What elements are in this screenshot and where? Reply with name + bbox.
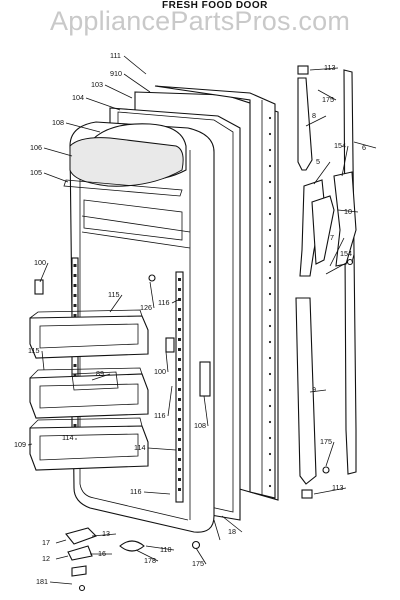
callout-leader [109,294,123,313]
dairy-compartment [63,123,187,241]
callout-label: 111 [110,51,121,60]
callout-leader [313,487,347,495]
callout-label: 109 [14,440,26,449]
callout-label: 17 [42,538,50,547]
callout-leader [221,515,243,533]
callout-leader [305,115,327,127]
callout-leader [165,351,169,373]
callout-label: 10 [344,207,352,216]
callout-leader [27,443,33,446]
callout-label: 910 [110,69,122,78]
callout-label: 12 [42,554,50,563]
callout-label: 175 [320,437,332,446]
callout-label: 181 [36,577,48,586]
callout-label: 113 [324,63,335,72]
callout-leader [39,262,49,283]
callout-label: 126 [140,303,152,312]
callout-leader [317,89,337,101]
callout-leader [325,441,335,467]
hinge-side-parts [295,65,357,499]
callout-label: 106 [30,143,42,152]
callout-label: 5 [316,157,320,166]
callout-leader [353,141,377,149]
watermark: AppliancePartsPros.com [49,6,351,36]
door-bin-3 [29,417,149,471]
callout-label: 9 [312,385,316,394]
callout-leader [167,385,173,417]
callout-leader [65,122,101,133]
callout-leader [55,555,69,560]
callout-label: 116 [158,298,169,307]
callout-leader [337,209,359,213]
callout-label: 13 [102,529,110,538]
callout-label: 100 [34,258,46,267]
callout-leader [135,549,159,562]
callout-leader [41,350,45,371]
callout-label: 104 [72,93,84,102]
callout-label: 110 [160,545,171,554]
callout-label: 175 [322,95,334,104]
callout-label: 115 [28,346,39,355]
callout-label: 108 [52,118,64,127]
callout-label: 100 [154,367,166,376]
callout-leader [309,67,339,71]
callout-label: 103 [91,80,103,89]
callout-leader [123,73,151,93]
callout-leader [147,447,177,451]
callout-label: 154 [340,249,352,258]
callout-label: 178 [144,556,156,565]
callout-leader [149,281,155,309]
callout-label: 114 [62,433,73,442]
callout-leader [341,145,349,177]
callout-leader [171,299,179,304]
door-bin-1 [29,309,149,359]
callout-leader [143,491,171,495]
callout-leader [351,253,355,263]
callout-leader [91,373,111,381]
door-bin-2 [29,367,149,419]
callout-leader [43,147,73,157]
callout-leader [85,97,121,111]
callout-label: 18 [228,527,236,536]
callout-label: 89 [96,369,104,378]
callout-leader [145,545,175,551]
callout-leader [123,55,147,75]
callout-label: 175 [192,559,204,568]
callout-leader [91,533,117,537]
callout-leader [309,389,327,393]
callout-label: 8 [312,111,316,120]
callout-label: 114 [134,443,145,452]
callout-label: 116 [130,487,141,496]
callout-label: 6 [362,143,366,152]
callout-label: 154 [334,141,346,150]
callout-label: 108 [194,421,206,430]
callout-leader [55,539,67,544]
callout-leader [313,161,331,185]
callout-label: 116 [154,411,165,420]
shelf-clips [34,274,211,397]
callout-label: 113 [332,483,343,492]
callout-label: 115 [108,290,119,299]
callout-leader [49,581,73,585]
callout-leader [195,547,207,565]
callout-leader [329,237,345,267]
callout-leader [104,84,133,99]
callout-leader [43,172,69,183]
callout-leader [203,395,209,427]
diagram-title: FRESH FOOD DOOR [162,0,268,11]
callout-label: 7 [330,233,334,242]
callout-label: 16 [98,549,106,558]
callout-label: 105 [30,168,42,177]
